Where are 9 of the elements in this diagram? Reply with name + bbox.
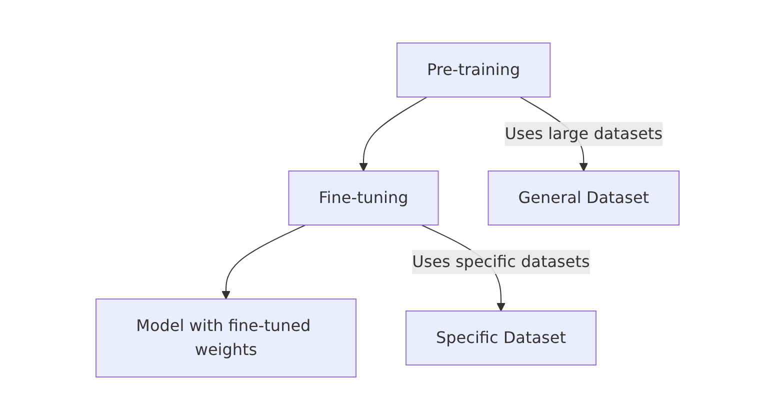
edge-label: Uses specific datasets — [412, 251, 590, 270]
node-box: Pre-training — [396, 42, 551, 97]
edge-label: Uses large datasets — [504, 123, 663, 142]
node-box: General Dataset — [488, 170, 680, 225]
arrow — [222, 224, 306, 299]
node-box: Specific Dataset — [405, 310, 596, 365]
arrow — [359, 96, 428, 171]
node-box: Fine-tuning — [288, 170, 439, 225]
node-box: Model with fine-tuned weights — [95, 298, 356, 377]
